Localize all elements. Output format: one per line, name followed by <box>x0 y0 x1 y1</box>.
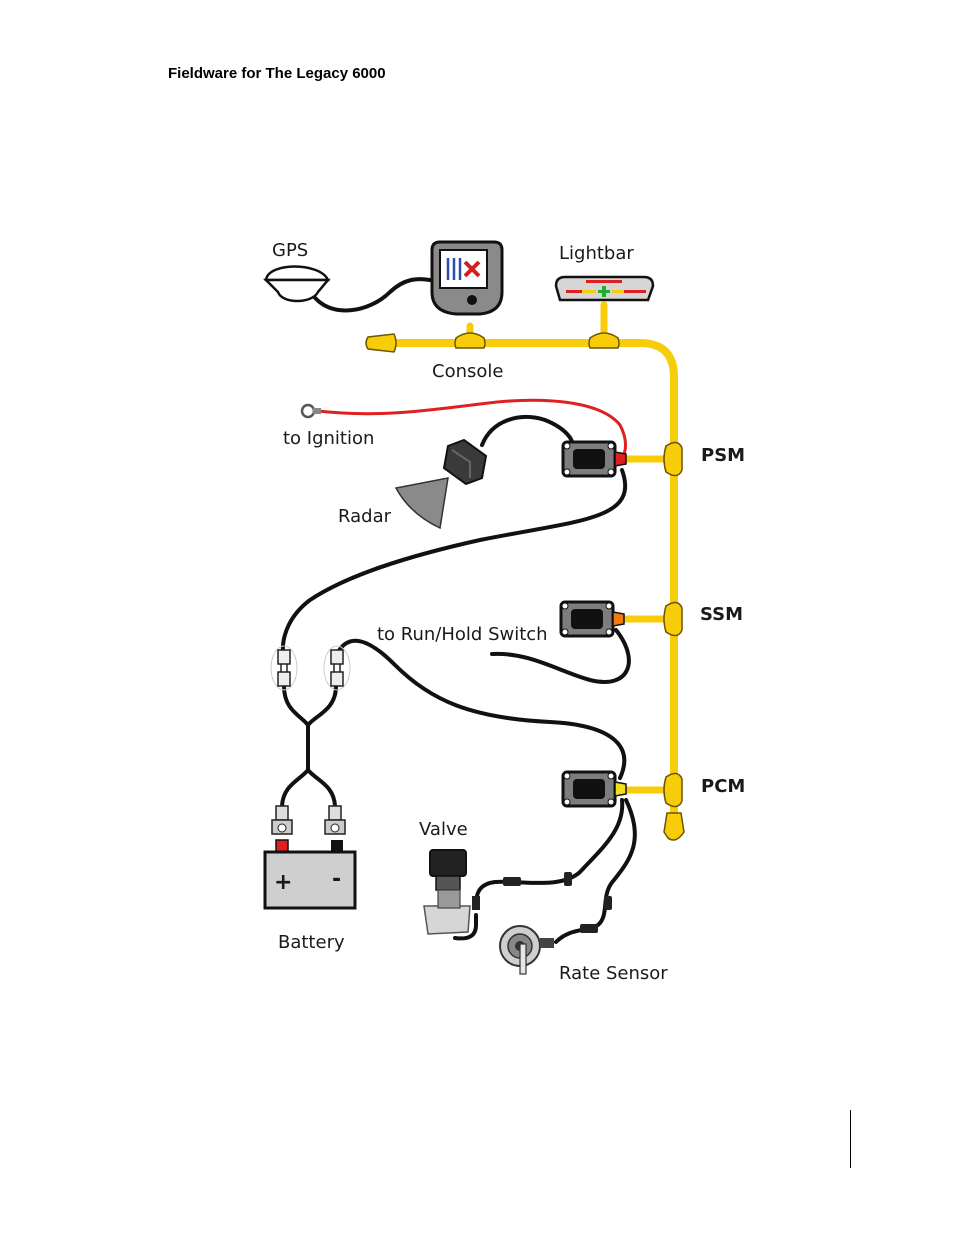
run-hold-switch-label: to Run/Hold Switch <box>377 624 548 645</box>
battery-minus-label: - <box>332 867 341 892</box>
page-header-title: Fieldware for The Legacy 6000 <box>168 65 386 82</box>
ignition-label: to Ignition <box>283 428 374 449</box>
margin-rule <box>850 1110 851 1168</box>
harness-connectors <box>365 332 685 841</box>
battery-clamp-positive-icon <box>271 805 293 835</box>
battery-plus-label: + <box>274 870 292 895</box>
main-harness <box>381 301 678 826</box>
splitter-connector-right-icon <box>323 645 351 691</box>
console-icon <box>430 240 504 316</box>
ssm-module-icon <box>559 600 625 638</box>
radar-label: Radar <box>338 506 392 527</box>
black-cables <box>280 277 637 944</box>
rate-sensor-icon <box>499 925 554 975</box>
valve-label: Valve <box>419 819 468 840</box>
valve-icon <box>423 849 480 935</box>
psm-module-icon <box>561 440 627 478</box>
inline-cable-connector-icon <box>503 872 612 933</box>
lightbar-label: Lightbar <box>559 243 634 264</box>
splitter-connector-left-icon <box>270 645 298 691</box>
console-label: Console <box>432 361 503 382</box>
ssm-label: SSM <box>700 604 743 625</box>
ignition-ring-terminal-icon <box>300 403 321 419</box>
pcm-module-icon <box>561 770 627 808</box>
ignition-wire <box>317 398 627 459</box>
radar-icon <box>394 438 488 530</box>
lightbar-icon <box>554 275 655 302</box>
psm-label: PSM <box>701 445 745 466</box>
battery-label: Battery <box>278 932 345 953</box>
gps-label: GPS <box>272 240 308 261</box>
rate-sensor-label: Rate Sensor <box>559 963 668 984</box>
gps-antenna-icon <box>262 265 331 303</box>
battery-clamp-negative-icon <box>324 805 346 835</box>
pcm-label: PCM <box>701 776 745 797</box>
battery-icon <box>263 839 357 910</box>
